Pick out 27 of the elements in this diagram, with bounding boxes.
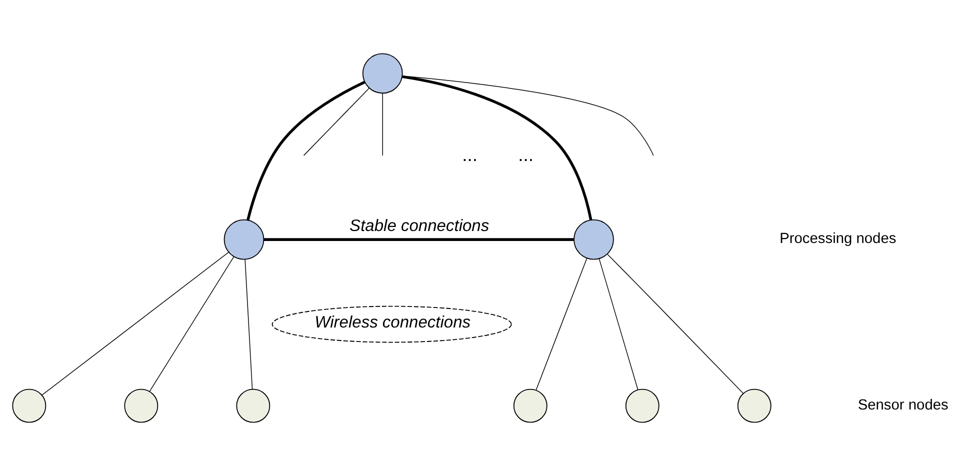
node-circle [124, 388, 158, 423]
connector [598, 258, 638, 390]
label: ... [462, 144, 478, 166]
connector [149, 256, 234, 392]
node-circle [625, 388, 660, 423]
connector [244, 258, 253, 390]
label: ... [518, 144, 534, 166]
node-circle [574, 219, 614, 260]
connector [382, 92, 383, 156]
label: Processing nodes [780, 231, 896, 248]
connector [303, 88, 370, 156]
connector [536, 258, 588, 390]
connector [607, 254, 744, 394]
node-circle [737, 388, 772, 423]
node-circle [12, 388, 46, 423]
node-circle [513, 388, 548, 423]
label: Sensor nodes [858, 397, 948, 414]
connector [402, 76, 654, 156]
connector [402, 75, 592, 220]
edge-label: Stable connections [350, 216, 490, 235]
connector [42, 252, 229, 396]
node-circle [236, 388, 270, 423]
node-circle [362, 53, 403, 94]
connector [246, 80, 366, 221]
node-ellipse: Wireless connections [272, 306, 512, 343]
connector [264, 238, 574, 241]
node-circle [224, 219, 264, 260]
